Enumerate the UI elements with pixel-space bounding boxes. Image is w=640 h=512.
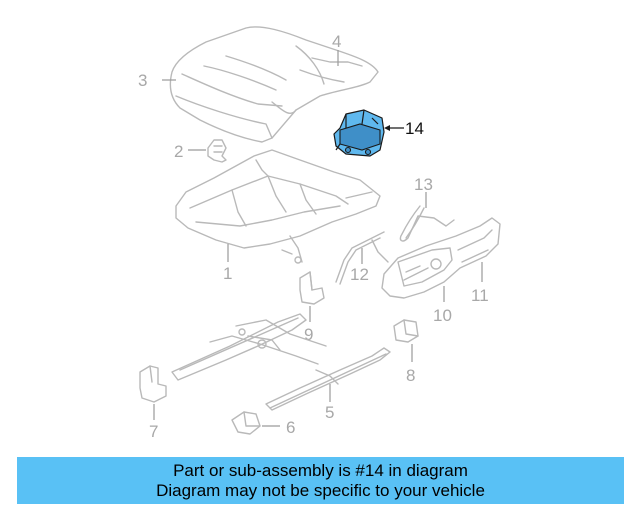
callout-13: 13 xyxy=(414,175,433,194)
seat-cable[interactable] xyxy=(335,231,389,285)
fastener[interactable] xyxy=(207,139,227,163)
latch-6[interactable] xyxy=(231,411,261,435)
banner-line-1: Part or sub-assembly is #14 in diagram xyxy=(173,460,468,480)
callout-5: 5 xyxy=(325,403,334,422)
rail-5[interactable] xyxy=(265,347,391,411)
highlighted-module[interactable] xyxy=(333,109,385,157)
callout-4: 4 xyxy=(332,32,341,51)
callout-11: 11 xyxy=(471,286,489,305)
callout-8: 8 xyxy=(406,366,415,385)
bracket-9[interactable] xyxy=(299,271,325,305)
wire-harness[interactable] xyxy=(399,205,455,242)
callout-2: 2 xyxy=(174,142,183,161)
callout-10: 10 xyxy=(433,306,452,325)
callout-1: 1 xyxy=(223,264,232,283)
callout-14: 14 xyxy=(405,119,424,138)
seat-track[interactable] xyxy=(171,313,327,381)
seat-side-shield[interactable] xyxy=(381,217,501,299)
bracket-7[interactable] xyxy=(139,365,167,403)
info-banner: Part or sub-assembly is #14 in diagram D… xyxy=(17,457,624,504)
seat-cushion[interactable] xyxy=(169,26,379,143)
callout-9: 9 xyxy=(304,325,313,344)
callout-7: 7 xyxy=(149,422,158,441)
seat-frame[interactable] xyxy=(175,149,381,264)
callout-12: 12 xyxy=(350,265,369,284)
callout-6: 6 xyxy=(286,418,295,437)
banner-line-2: Diagram may not be specific to your vehi… xyxy=(156,480,485,500)
callout-3: 3 xyxy=(138,71,147,90)
latch-8[interactable] xyxy=(393,319,419,343)
